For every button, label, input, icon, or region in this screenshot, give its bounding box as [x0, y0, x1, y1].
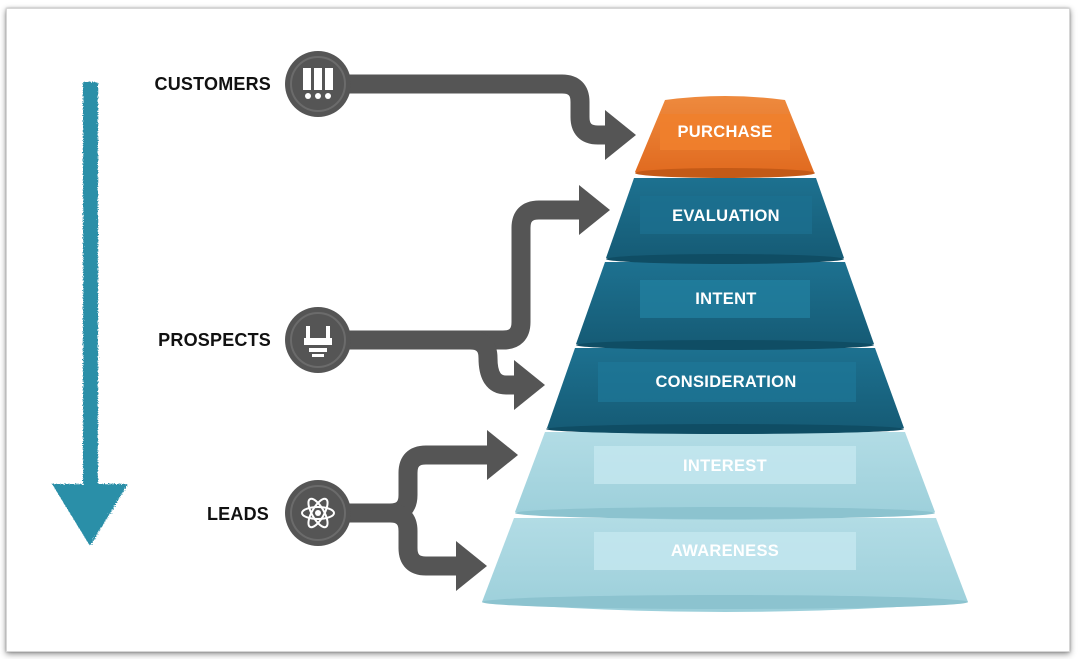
funnel-stage-awareness: AWARENESS — [482, 518, 968, 612]
arrowhead-consideration — [514, 360, 545, 410]
customers-building-icon — [285, 51, 351, 117]
funnel-stage-evaluation: EVALUATION — [606, 178, 844, 264]
down-arrow-icon — [52, 82, 128, 546]
group-label-leads: LEADS — [206, 504, 269, 524]
funnel-stage-interest: INTEREST — [515, 432, 935, 520]
connector-leads-awareness — [389, 503, 460, 576]
arrowhead-awareness — [456, 541, 487, 591]
consideration-label-box — [598, 362, 856, 402]
prospects-funnel-icon — [285, 307, 351, 373]
funnel-stage-consideration: CONSIDERATION — [546, 348, 904, 434]
connector-customers-purchase — [345, 74, 610, 145]
stage-label-intent: INTENT — [695, 290, 756, 308]
connector-arrowheads — [456, 110, 636, 591]
funnel: AWARENESS INTEREST CONSIDERATION INTENT — [482, 96, 968, 612]
arrowhead-purchase — [605, 110, 636, 160]
arrowhead-interest — [487, 430, 518, 480]
stage-label-awareness: AWARENESS — [671, 542, 779, 560]
arrowhead-evaluation — [579, 185, 610, 235]
evaluation-label-box — [640, 196, 812, 234]
awareness-label-box — [594, 532, 856, 570]
stage-label-evaluation: EVALUATION — [672, 207, 780, 225]
stage-label-consideration: CONSIDERATION — [655, 373, 796, 391]
connectors — [345, 74, 610, 576]
stage-label-purchase: PURCHASE — [678, 123, 773, 141]
group-label-prospects: PROSPECTS — [158, 330, 271, 350]
purchase-label-box — [660, 114, 790, 150]
group-label-customers: CUSTOMERS — [154, 74, 271, 94]
connector-prospects-consideration — [469, 330, 518, 395]
interest-label-box — [594, 446, 856, 484]
stage-label-interest: INTEREST — [683, 457, 767, 475]
funnel-stage-intent: INTENT — [576, 262, 874, 350]
funnel-stage-purchase: PURCHASE — [635, 96, 815, 178]
leads-atom-icon — [285, 480, 351, 546]
connector-prospects-evaluation — [345, 200, 582, 350]
intent-label-box — [640, 280, 810, 318]
connector-leads-interest — [345, 445, 490, 523]
